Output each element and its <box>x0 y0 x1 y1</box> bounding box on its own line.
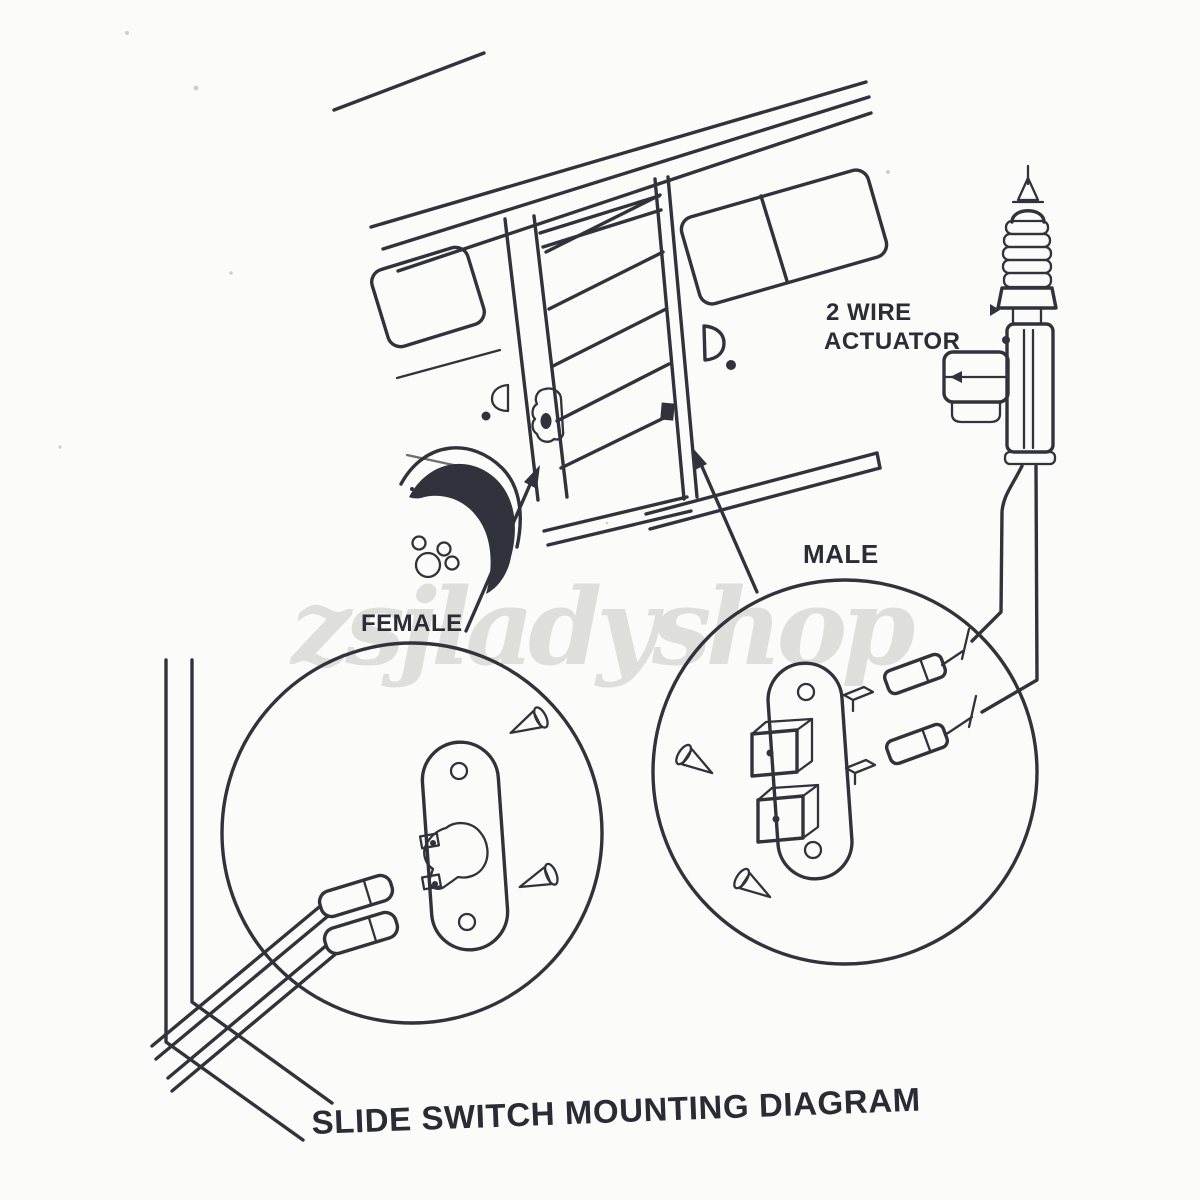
doorway-header <box>541 208 663 249</box>
mount-tab <box>990 304 1000 316</box>
roof-line <box>332 51 486 112</box>
sliding-door-window <box>679 168 889 306</box>
actuator-body <box>1005 322 1055 454</box>
door-leading-edge <box>666 175 699 499</box>
plunger-tip <box>1016 176 1040 202</box>
door-sill <box>546 509 693 547</box>
mounting-screw <box>675 743 714 775</box>
wire-end-terminal <box>967 694 978 729</box>
actuator-rod <box>1022 328 1035 450</box>
b-pillar <box>503 217 540 502</box>
wheel-arch <box>399 446 522 549</box>
connector-wire <box>943 715 974 737</box>
screw-hole <box>449 761 469 781</box>
speck <box>410 487 414 491</box>
front-window <box>370 245 486 349</box>
scan-noise <box>58 31 890 525</box>
rocker-line <box>644 451 879 516</box>
female-wire <box>150 896 346 1093</box>
wire-end-terminal <box>960 627 971 661</box>
bottom-cap <box>1003 450 1057 466</box>
spade-terminal <box>317 873 395 919</box>
female-label: FEMALE <box>361 610 463 637</box>
actuator-label-line1: 2 WIRE <box>826 299 912 326</box>
mounting-screw <box>518 862 559 889</box>
female-detail-circle <box>150 641 604 1093</box>
lug-nut <box>444 555 460 571</box>
detail-circle <box>220 641 604 1025</box>
male-detail-circle <box>651 578 1039 966</box>
wire <box>970 464 1024 643</box>
bellows-ribs <box>1001 219 1053 289</box>
body-crease <box>405 453 460 468</box>
diagram-title: SLIDE SWITCH MOUNTING DIAGRAM <box>311 1081 922 1141</box>
detail-circle <box>651 578 1039 966</box>
male-terminal-block <box>756 783 820 844</box>
female-arrow <box>464 465 540 633</box>
contact-pin <box>844 758 877 786</box>
actuator-label-line2: ACTUATOR <box>824 328 960 355</box>
body-crease <box>395 348 502 380</box>
connector-wire <box>940 649 965 667</box>
tire-shadow <box>409 463 515 594</box>
b-pillar <box>532 214 569 499</box>
screw-hole <box>457 912 477 932</box>
front-door-handle <box>481 383 510 421</box>
neck <box>1011 306 1043 326</box>
spade-terminal <box>322 910 400 956</box>
window-divider <box>759 194 789 283</box>
sliding-door-handle <box>702 324 736 370</box>
bellows-dome <box>1010 209 1046 224</box>
mounting-screw <box>733 867 772 899</box>
switch-location-mark <box>660 402 675 421</box>
hub <box>414 551 442 579</box>
roof-line <box>369 80 868 229</box>
male-switch-plate <box>766 661 854 881</box>
male-label: MALE <box>803 539 879 569</box>
spade-connector <box>884 722 950 766</box>
van-outline <box>332 51 889 547</box>
door-leading-edge <box>653 177 686 501</box>
actuator-wires <box>960 464 1039 729</box>
mounting-screw <box>509 706 549 735</box>
door-corner-outline <box>164 658 334 1142</box>
female-contact-mechanism <box>418 821 489 891</box>
contact-pin <box>842 685 875 713</box>
rocker-line <box>648 466 882 531</box>
lug-nut <box>436 541 452 557</box>
screw-hole <box>796 682 816 702</box>
female-switch-plate <box>420 740 510 952</box>
roof-line <box>396 111 873 273</box>
door-sill <box>542 495 689 533</box>
doorway-interior-lines <box>544 193 674 470</box>
actuator-connector-block <box>942 350 1010 424</box>
watermark-text: zsjladyshop <box>289 564 914 689</box>
wire <box>980 464 1039 714</box>
lug-nut <box>411 535 427 551</box>
roof-line <box>381 95 871 251</box>
collar <box>996 286 1058 310</box>
rocker-line <box>875 451 882 470</box>
door-lock-actuator <box>942 164 1058 466</box>
wheel <box>399 446 522 594</box>
pillar-wiring-boot <box>531 387 565 443</box>
male-arrow <box>692 447 759 594</box>
male-terminal-block <box>750 717 814 778</box>
doorway-header <box>538 194 661 235</box>
screw-hole <box>803 840 823 860</box>
rivet <box>1002 336 1010 344</box>
